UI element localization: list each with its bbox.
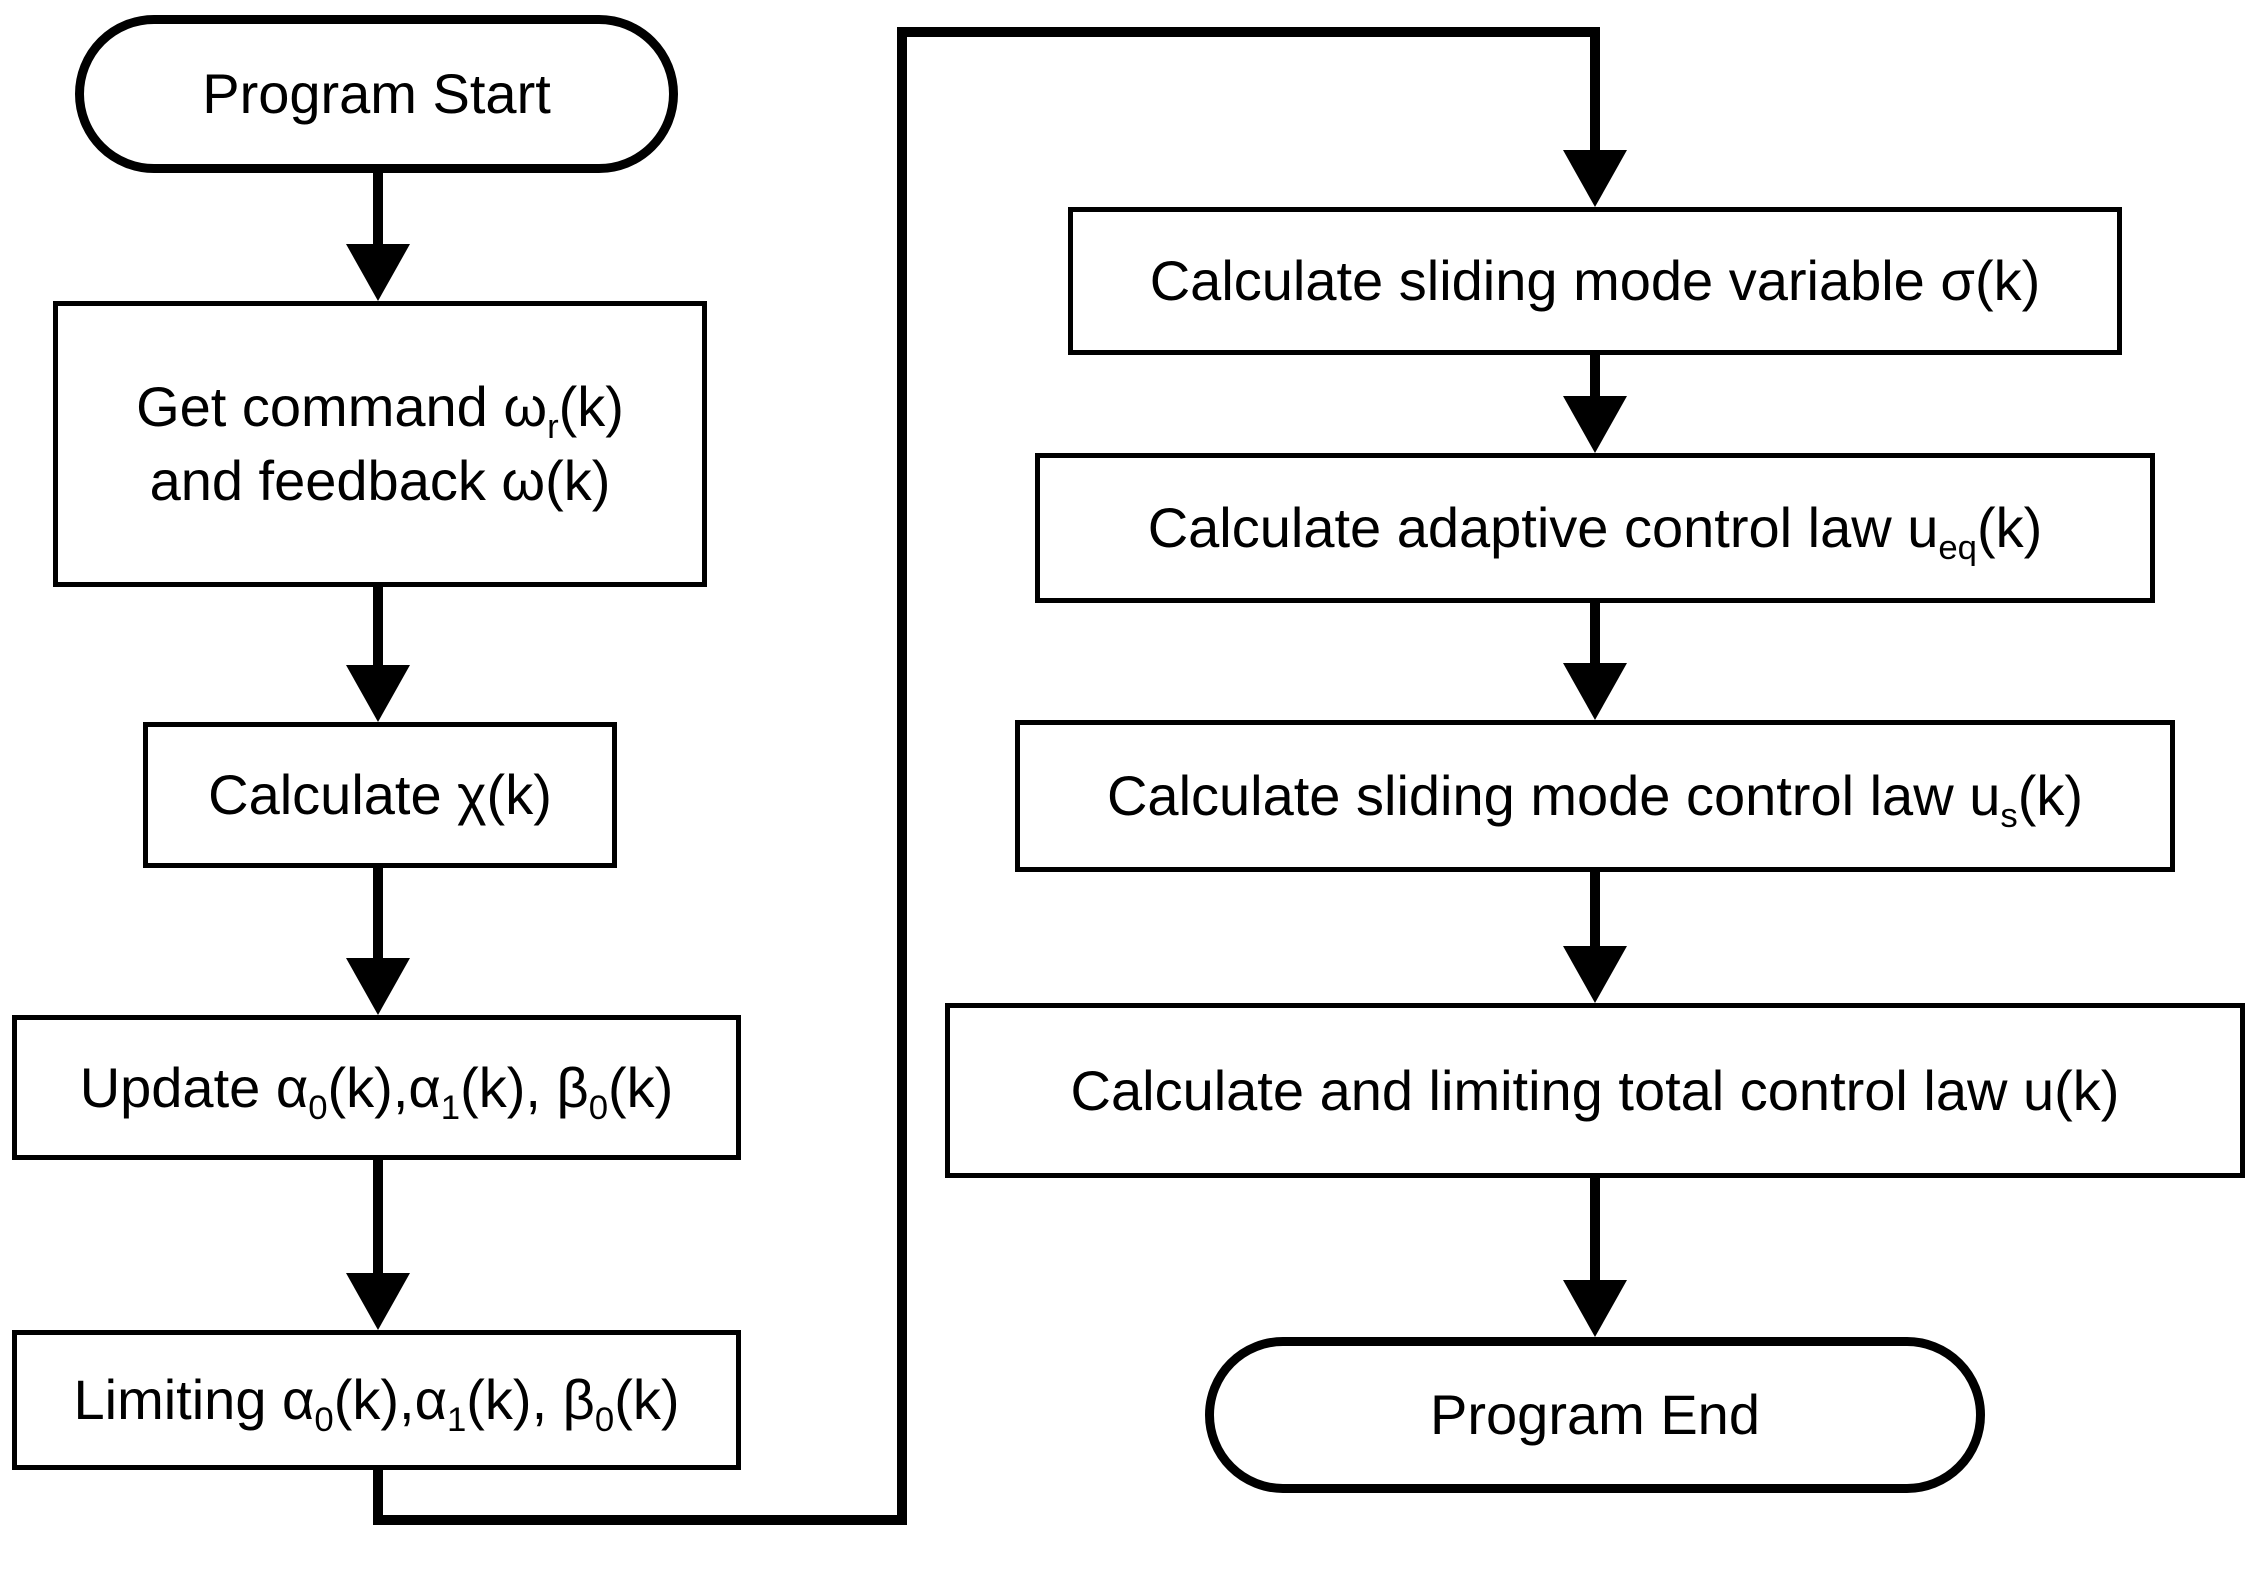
label-get-command-line1: Get command ωr(k) bbox=[136, 375, 624, 447]
process-calculate-total-law: Calculate and limiting total control law… bbox=[945, 1003, 2245, 1178]
connector-arrow-head bbox=[1563, 150, 1627, 207]
process-limit-params: Limiting α0(k),α1(k), β0(k) bbox=[12, 1330, 741, 1470]
process-calculate-sigma: Calculate sliding mode variable σ(k) bbox=[1068, 207, 2122, 355]
arrow-head bbox=[346, 665, 410, 722]
arrow-head bbox=[1563, 663, 1627, 720]
arrow-stem bbox=[373, 1160, 383, 1279]
arrow-head bbox=[1563, 396, 1627, 453]
arrow-head bbox=[346, 244, 410, 301]
connector-segment-drop bbox=[1590, 27, 1600, 152]
label-calculate-adaptive-law: Calculate adaptive control law ueq(k) bbox=[1147, 496, 2043, 568]
terminal-program-start: Program Start bbox=[75, 15, 678, 173]
arrow-stem bbox=[373, 868, 383, 964]
arrow-stem bbox=[1590, 872, 1600, 952]
arrow-head bbox=[346, 1273, 410, 1330]
connector-segment-top bbox=[897, 27, 1600, 37]
process-get-command: Get command ωr(k) and feedback ω(k) bbox=[53, 301, 707, 587]
label-calculate-total-law: Calculate and limiting total control law… bbox=[1070, 1058, 2120, 1122]
connector-segment-down bbox=[373, 1470, 383, 1525]
connector-segment-up bbox=[897, 27, 907, 1525]
arrow-stem bbox=[373, 586, 383, 671]
label-update-params: Update α0(k),α1(k), β0(k) bbox=[79, 1055, 674, 1127]
arrow-stem bbox=[373, 173, 383, 250]
process-calculate-adaptive-law: Calculate adaptive control law ueq(k) bbox=[1035, 453, 2155, 603]
label-program-start: Program Start bbox=[202, 62, 551, 126]
arrow-head bbox=[1563, 946, 1627, 1003]
process-calculate-chi: Calculate χ(k) bbox=[143, 722, 617, 868]
arrow-stem bbox=[1590, 355, 1600, 402]
label-calculate-chi: Calculate χ(k) bbox=[208, 763, 552, 827]
arrow-head bbox=[1563, 1280, 1627, 1337]
arrow-head bbox=[346, 958, 410, 1015]
label-get-command-line2: and feedback ω(k) bbox=[149, 449, 611, 512]
process-update-params: Update α0(k),α1(k), β0(k) bbox=[12, 1015, 741, 1160]
label-calculate-sigma: Calculate sliding mode variable σ(k) bbox=[1149, 249, 2041, 313]
arrow-stem bbox=[1590, 1178, 1600, 1286]
terminal-program-end: Program End bbox=[1205, 1337, 1985, 1493]
label-program-end: Program End bbox=[1430, 1383, 1760, 1447]
arrow-stem bbox=[1590, 603, 1600, 669]
label-calculate-sliding-law: Calculate sliding mode control law us(k) bbox=[1106, 764, 2083, 836]
process-calculate-sliding-law: Calculate sliding mode control law us(k) bbox=[1015, 720, 2175, 872]
label-limit-params: Limiting α0(k),α1(k), β0(k) bbox=[73, 1368, 680, 1440]
connector-segment-right bbox=[373, 1515, 907, 1525]
